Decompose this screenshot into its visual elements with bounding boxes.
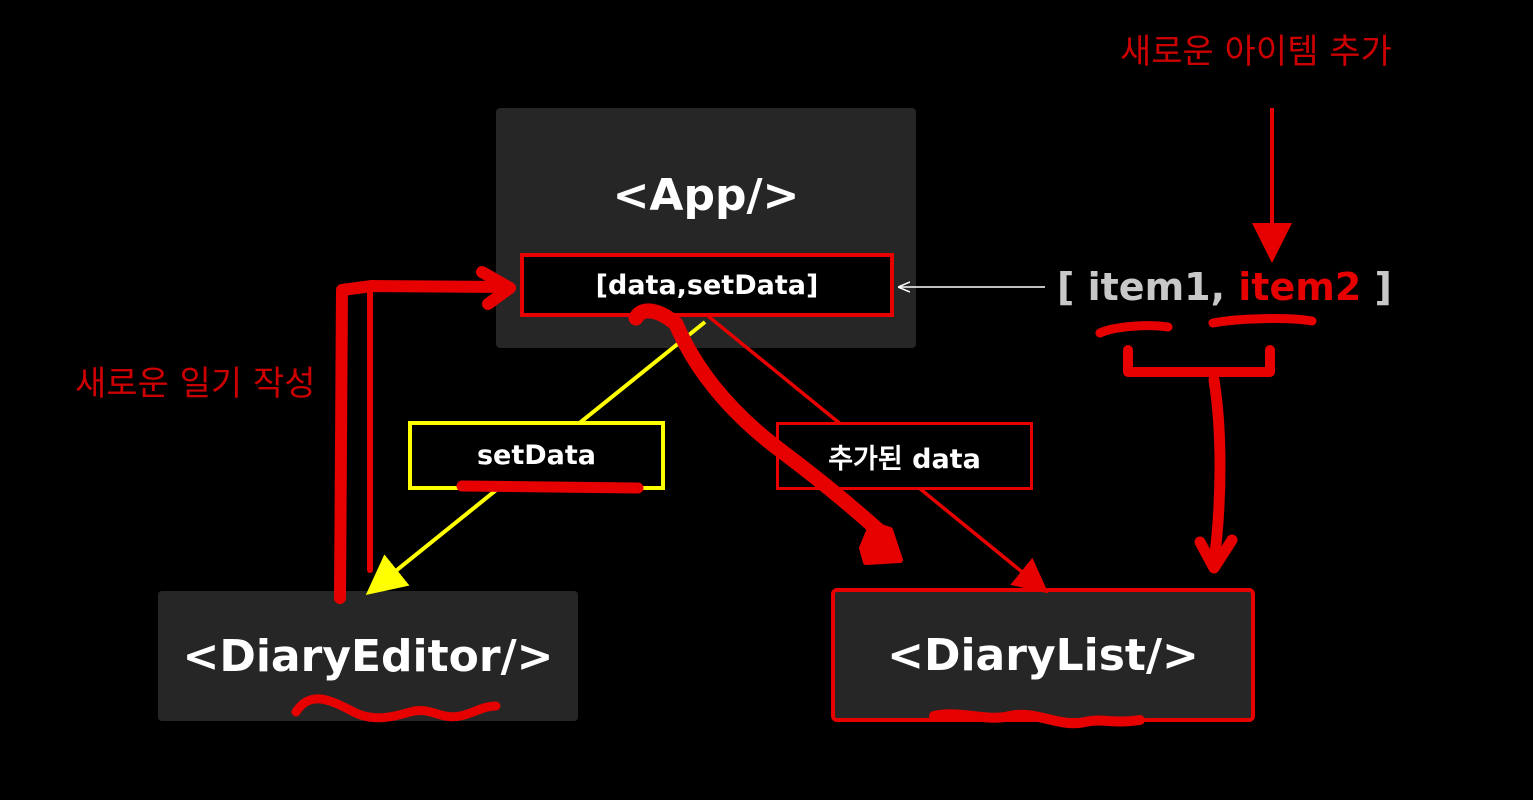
handdrawn-bracket-arrow xyxy=(1208,374,1226,568)
array-item2: item2 xyxy=(1238,265,1362,309)
array-item1: item1, xyxy=(1087,265,1226,309)
setdata-edge-label: setData xyxy=(476,440,597,471)
handdrawn-editor-squiggle xyxy=(291,694,501,723)
data-array: [ item1, item2 ] xyxy=(1057,265,1392,309)
array-close-bracket: ] xyxy=(1374,265,1392,309)
state-box: [data,setData] xyxy=(520,253,894,317)
setdata-edge-box: setData xyxy=(408,421,665,490)
new-item-annotation: 새로운 아이템 추가 xyxy=(1120,32,1392,72)
diary-editor-component-box: <DiaryEditor/> xyxy=(158,591,578,721)
handdrawn-thick-arrowhead xyxy=(859,521,903,565)
added-data-edge-label: 추가된 data xyxy=(828,443,981,475)
handdrawn-loop-arrow xyxy=(334,280,514,604)
handdrawn-setdata-underline xyxy=(456,480,644,494)
app-component-label: <App/> xyxy=(612,170,800,221)
handdrawn-loop-arrowhead xyxy=(476,266,516,310)
handdrawn-item2-underline xyxy=(1208,314,1317,328)
handdrawn-bracket xyxy=(1123,345,1275,377)
handdrawn-thick-arrow xyxy=(628,303,886,538)
handdrawn-list-squiggle xyxy=(929,709,1145,729)
diary-list-label: <DiaryList/> xyxy=(887,629,1199,681)
state-label: [data,setData] xyxy=(595,269,819,301)
new-diary-annotation: 새로운 일기 작성 xyxy=(75,364,316,404)
diary-list-component-box: <DiaryList/> xyxy=(831,588,1255,722)
diary-editor-label: <DiaryEditor/> xyxy=(182,630,554,682)
handdrawn-item1-underline xyxy=(1095,321,1173,338)
handdrawn-bracket-arrowhead xyxy=(1194,534,1238,574)
array-open-bracket: [ xyxy=(1057,265,1075,309)
